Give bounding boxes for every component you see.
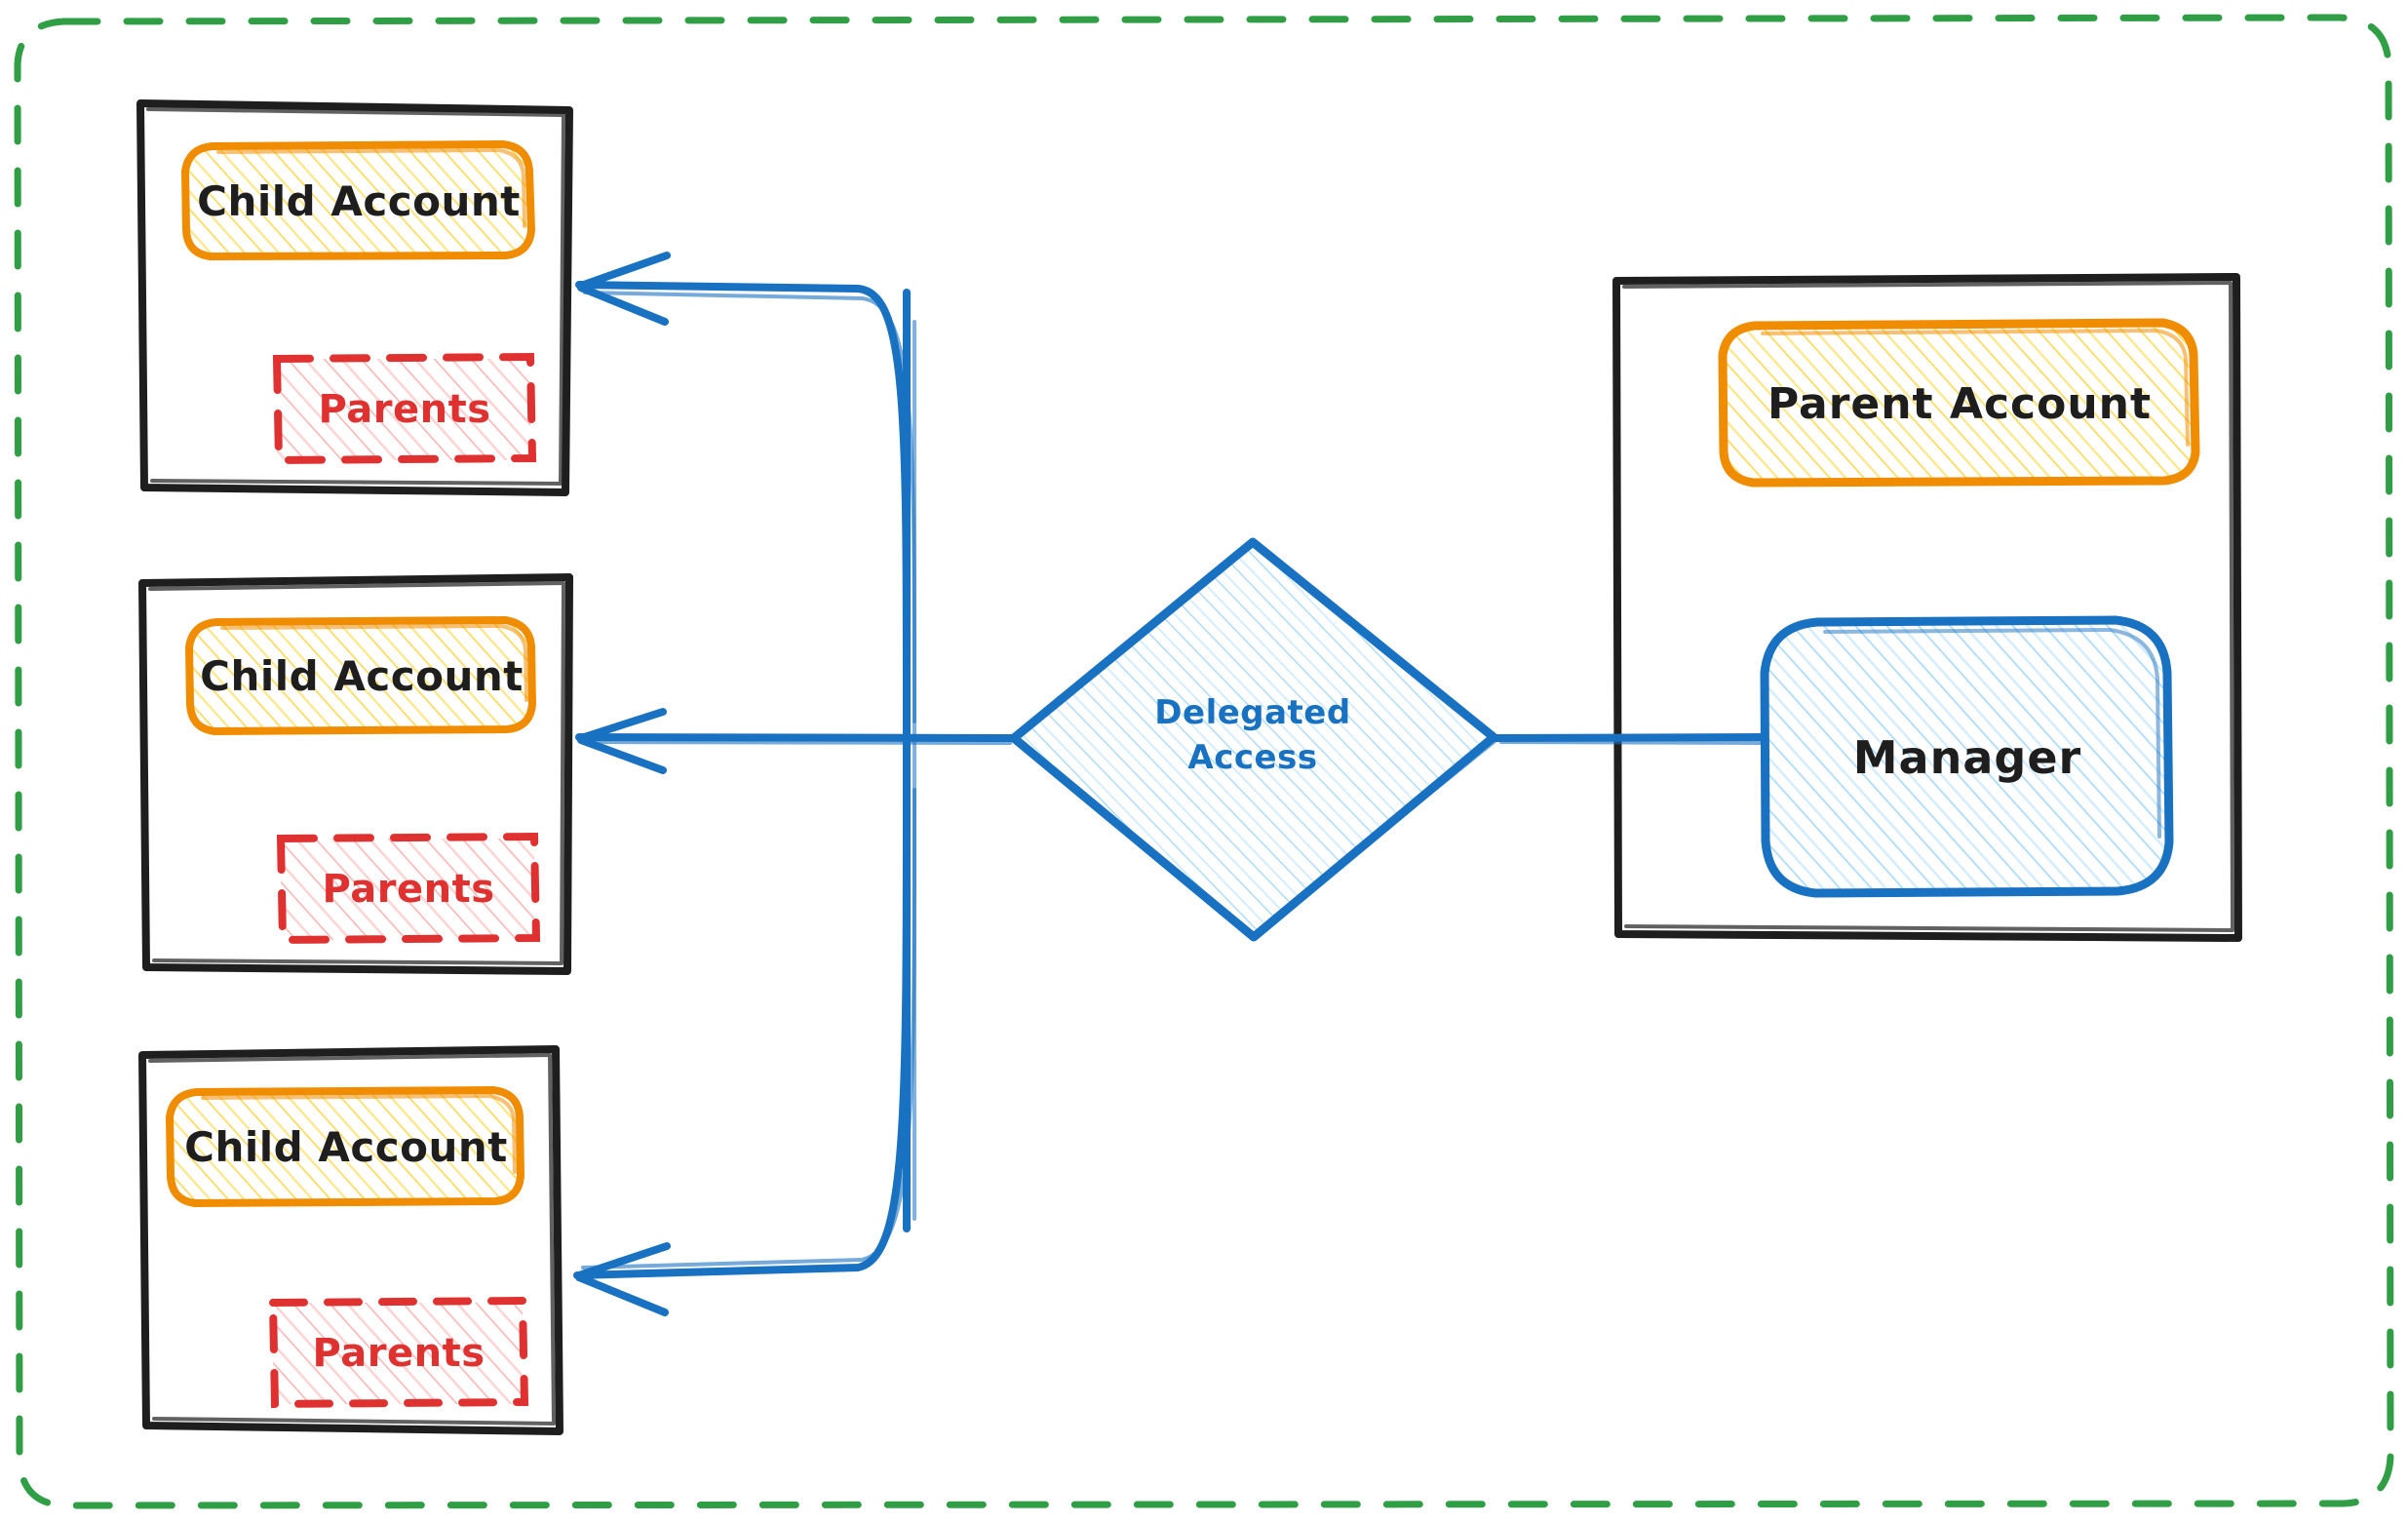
child-account-pill-3 — [165, 1085, 525, 1208]
outer-boundary-frame — [14, 14, 2394, 1509]
delegated-access-diamond — [1009, 537, 1499, 942]
connector-delegated-to-child-1 — [575, 252, 916, 725]
child-account-pill-1 — [180, 139, 536, 261]
parents-box-3 — [268, 1296, 529, 1409]
connector-delegated-to-child-2 — [575, 708, 1018, 774]
child-account-pill-2 — [184, 615, 537, 736]
connector-manager-to-delegated — [1492, 733, 1768, 745]
child-container-3-border — [138, 1045, 563, 1435]
parent-account-container-border — [1612, 273, 2242, 942]
connector-delegated-to-child-3 — [573, 776, 916, 1316]
child-container-1-border — [136, 99, 573, 496]
parents-box-1 — [272, 352, 537, 465]
parents-box-2 — [276, 832, 541, 945]
child-container-2-border — [138, 573, 573, 975]
manager-box — [1760, 615, 2174, 898]
parent-account-pill — [1718, 318, 2200, 488]
